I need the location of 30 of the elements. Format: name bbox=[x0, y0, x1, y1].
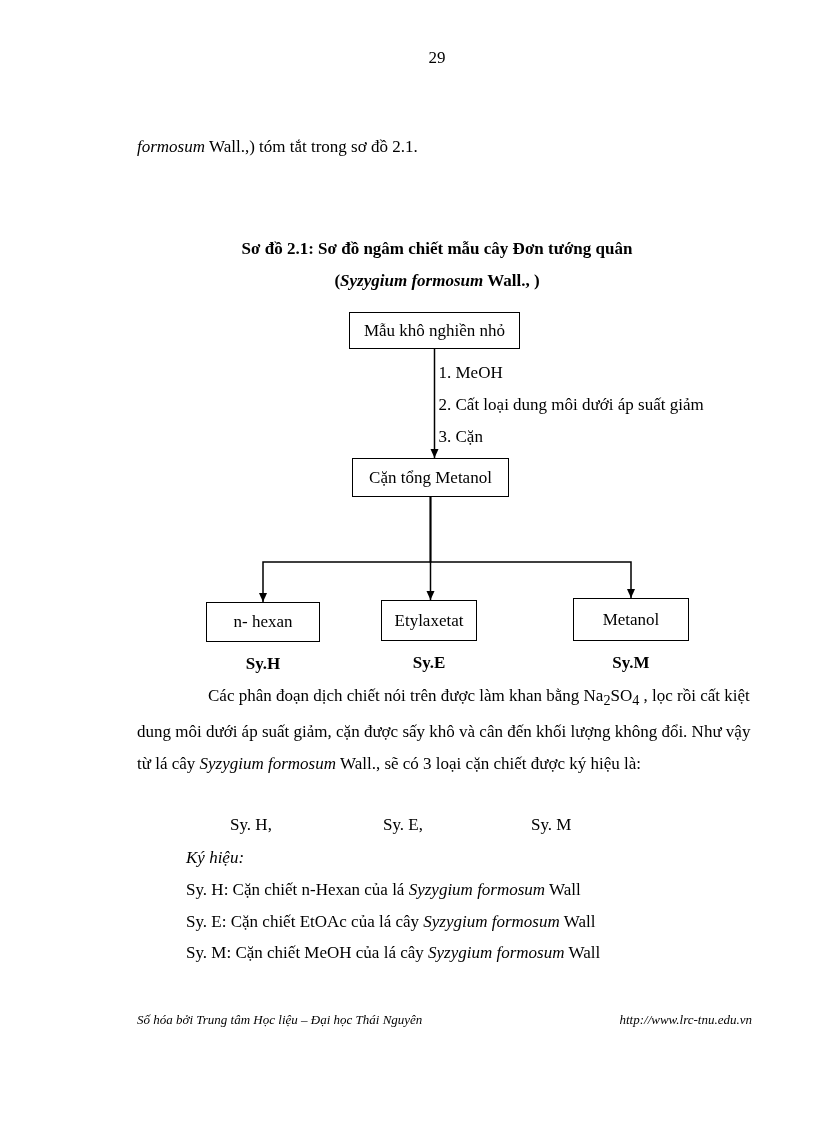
symbol-text: Sy. E, bbox=[383, 815, 423, 835]
fraction-code: Sy.M bbox=[611, 653, 651, 673]
process-box bbox=[573, 598, 689, 641]
process-box bbox=[352, 458, 509, 497]
footer-link: http://www.lrc-tnu.edu.vn bbox=[618, 1011, 752, 1029]
figure-title: Sơ đồ 2.1: Sơ đồ ngâm chiết mẫu cây Đơn tướng quân (Syzygium formosum Wall., ) bbox=[240, 238, 634, 292]
fraction-code: Sy.E bbox=[411, 653, 447, 673]
step-label: 2. Cất loại dung môi dưới áp suất giảm bbox=[438, 395, 704, 415]
process-box bbox=[349, 312, 520, 349]
key-entry: Sy. H: Cặn chiết n-Hexan của lá Syzygium formosum Wall bbox=[186, 880, 581, 900]
box-text: Mẫu khô nghiền nhỏ bbox=[363, 320, 506, 341]
arrow bbox=[429, 496, 635, 599]
process-box bbox=[381, 600, 477, 641]
key-entry: Sy. M: Cặn chiết MeOH của lá cây Syzygium formosum Wall bbox=[186, 943, 601, 963]
symbol-text: Sy. H, bbox=[230, 815, 272, 835]
symbol-text: Sy. M bbox=[531, 815, 572, 835]
step-label: 3. Cặn bbox=[438, 427, 483, 447]
key-heading: Ký hiệu: bbox=[186, 848, 245, 868]
fraction-code: Sy.H bbox=[244, 654, 282, 674]
box-text: Metanol bbox=[602, 609, 660, 630]
box-text: Cặn tổng Metanol bbox=[369, 467, 492, 488]
body-text: formosum Wall.,) tóm tắt trong sơ đồ 2.1. bbox=[137, 137, 418, 157]
arrow bbox=[430, 348, 439, 459]
page-number: 29 bbox=[427, 48, 447, 68]
key-entry: Sy. E: Cặn chiết EtOAc của lá cây Syzygium formosum Wall bbox=[186, 912, 596, 932]
paragraph: Các phân đoạn dịch chiết nói trên được làm khan bằng Na$_{2}$SO$_{4}$ , lọc rồi cất kiệt dung môi dưới áp suất giảm, cặn được sấy khô và cân đến khối lượng không đổi. Như vậy từ lá cây Syzygium formosum Wall., sẽ có 3 loại cặn chiết được ký hiệu là: bbox=[137, 685, 752, 776]
box-text: Etylaxetat bbox=[394, 610, 464, 631]
box-text: n- hexan bbox=[233, 612, 293, 632]
process-box bbox=[206, 602, 320, 642]
footer-text: Số hóa bởi Trung tâm Học liệu – Đại học Thái Nguyên bbox=[137, 1011, 423, 1029]
